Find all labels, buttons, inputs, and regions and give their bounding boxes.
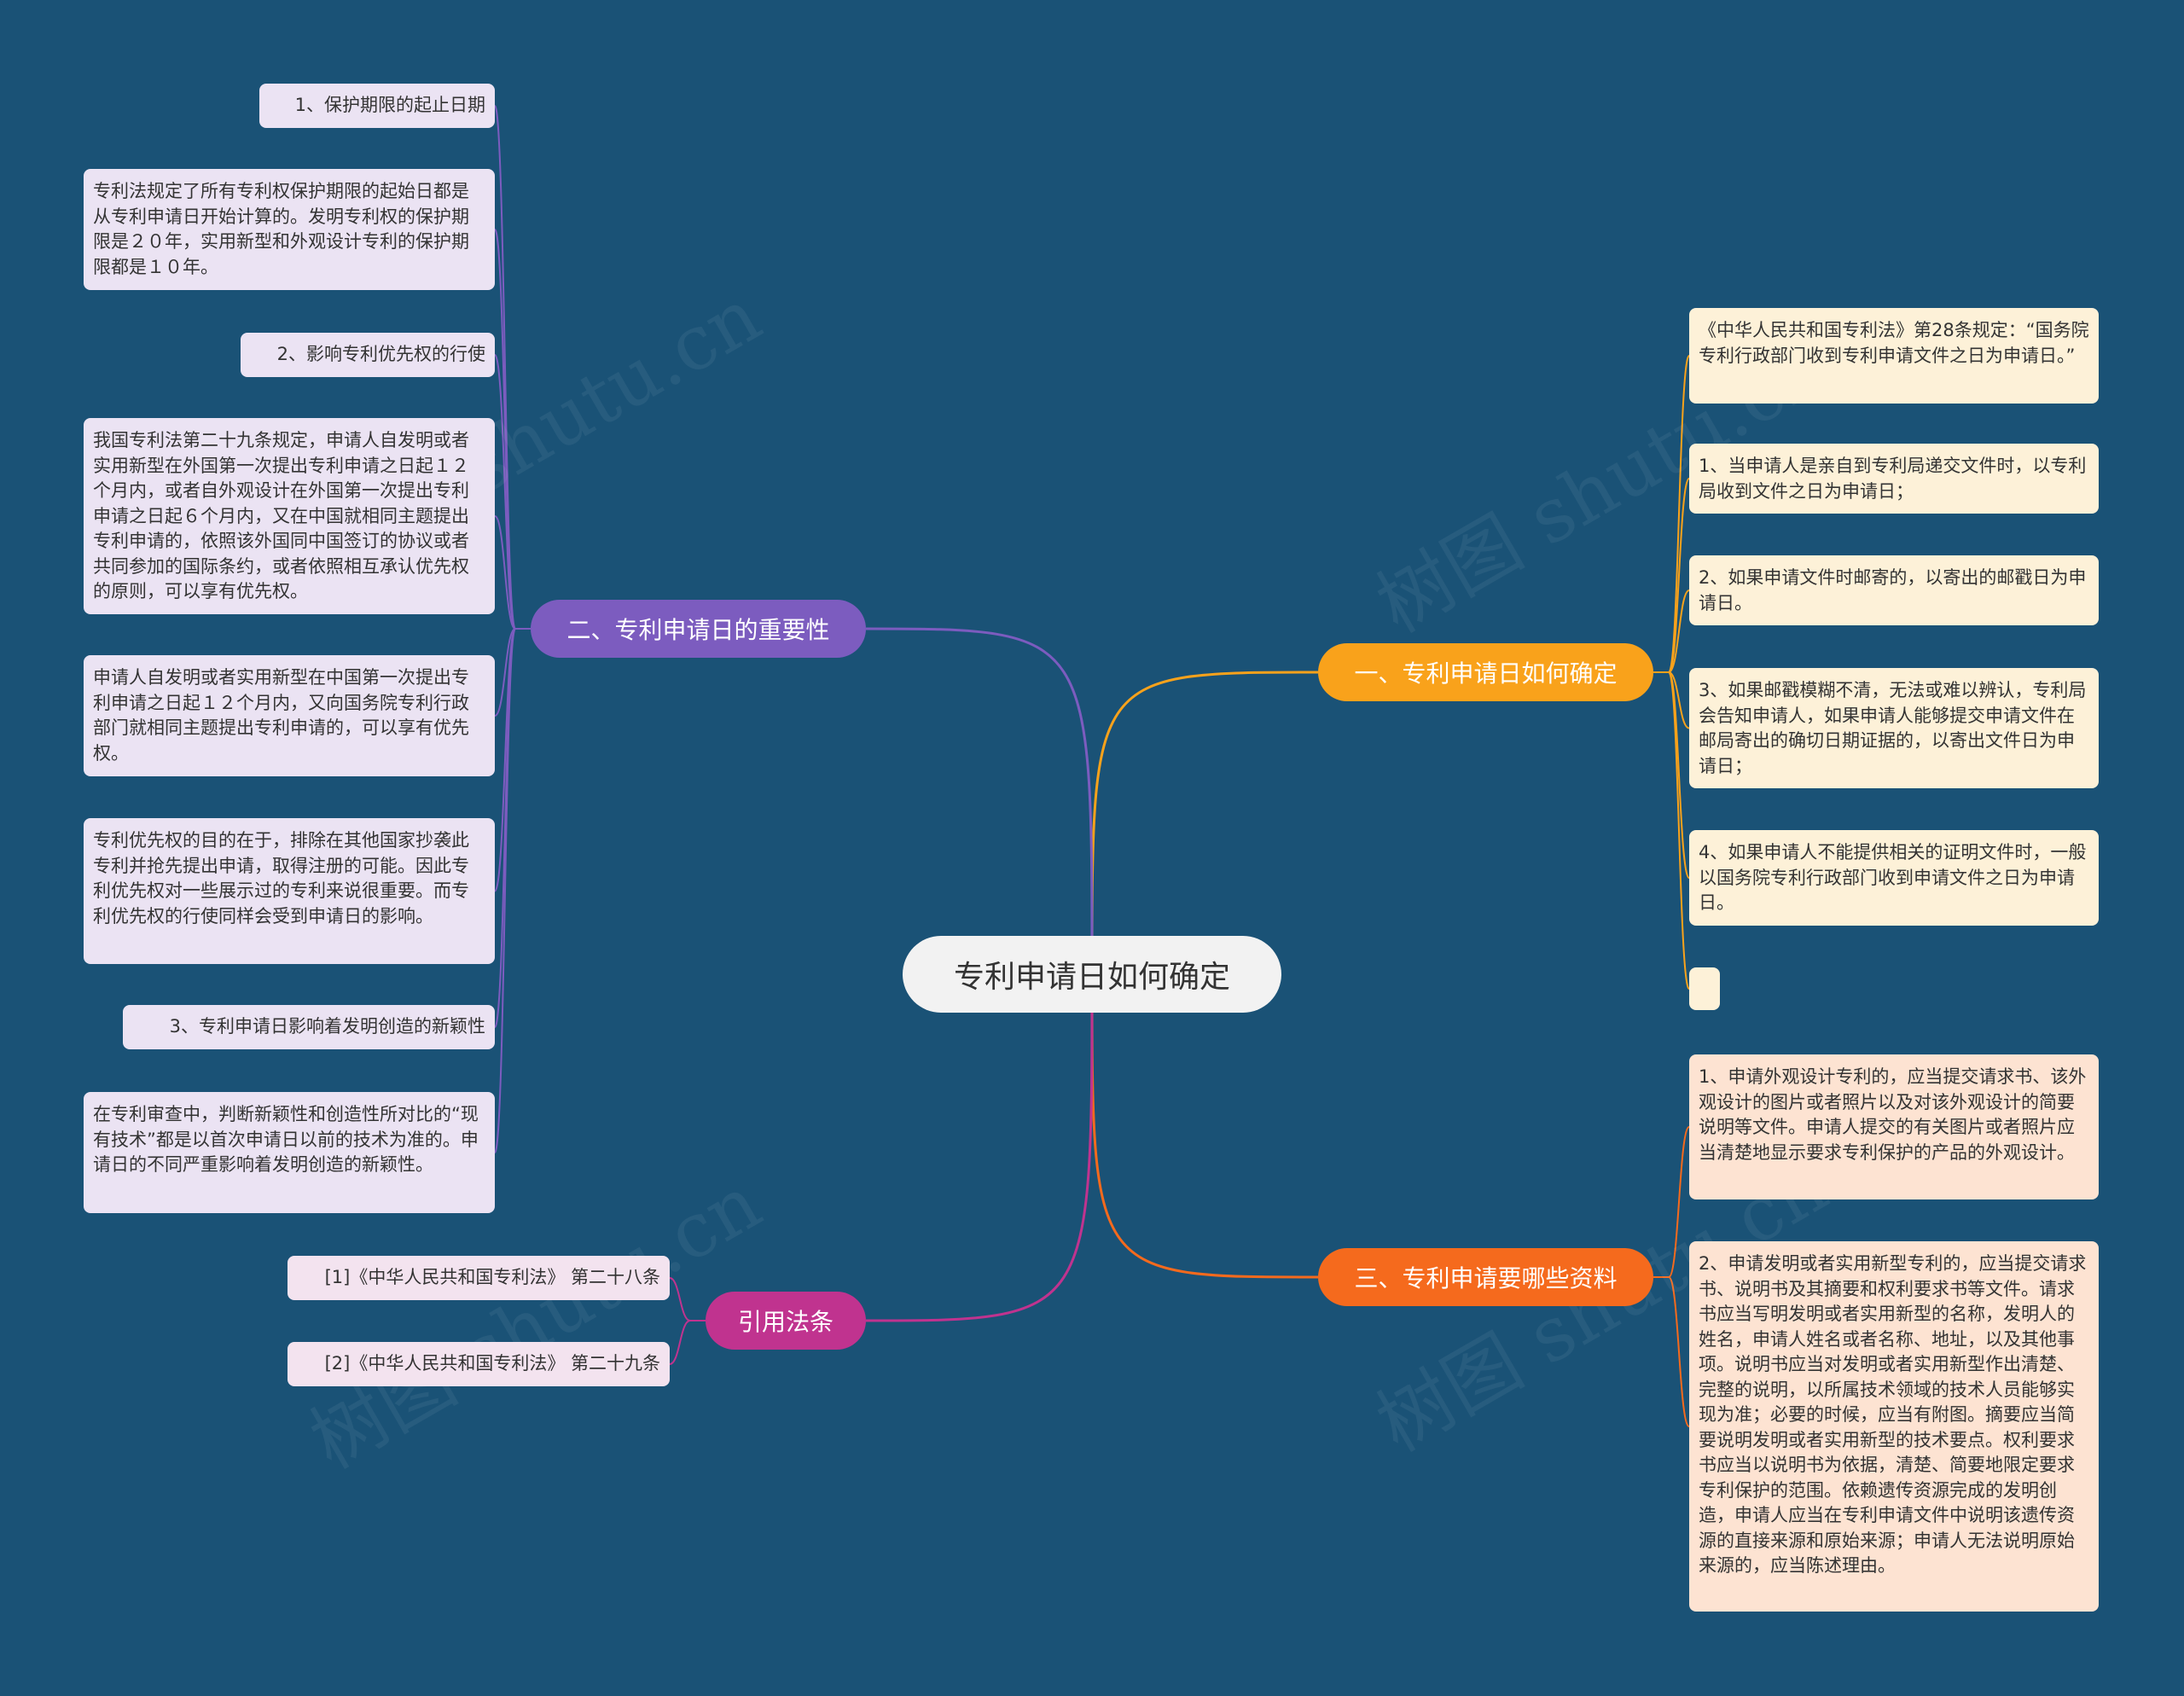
leaf-mailed-filing[interactable]: 2、如果申请文件时邮寄的，以寄出的邮戳日为申请日。 — [1689, 555, 2099, 625]
leaf-connector — [494, 628, 516, 717]
branch-cited-laws[interactable]: 引用法条 — [706, 1292, 866, 1350]
leaf-priority-title[interactable]: 2、影响专利优先权的行使 — [241, 333, 495, 377]
leaf-connector — [669, 1277, 691, 1321]
leaf-connector — [1668, 590, 1690, 673]
leaf-connector — [669, 1320, 691, 1365]
leaf-protection-period-title[interactable]: 1、保护期限的起止日期 — [259, 84, 495, 128]
leaf-design-patent-materials[interactable]: 1、申请外观设计专利的，应当提交请求书、该外观设计的图片或者照片以及对该外观设计… — [1689, 1054, 2099, 1199]
leaf-protection-period-text[interactable]: 专利法规定了所有专利权保护期限的起始日都是从专利申请日开始计算的。发明专利权的保… — [84, 169, 495, 290]
leaf-invention-patent-materials[interactable]: 2、申请发明或者实用新型专利的，应当提交请求书、说明书及其摘要和权利要求书等文件… — [1689, 1241, 2099, 1612]
leaf-connector — [1668, 671, 1690, 729]
leaf-connector — [494, 628, 516, 1153]
leaf-empty[interactable] — [1689, 967, 1720, 1010]
leaf-domestic-priority-text[interactable]: 申请人自发明或者实用新型在中国第一次提出专利申请之日起１２个月内，又向国务院专利… — [84, 655, 495, 776]
leaf-connector — [1668, 355, 1690, 673]
leaf-cited-law-29[interactable]: [2]《中华人民共和国专利法》 第二十九条 — [288, 1342, 670, 1386]
leaf-blurred-postmark[interactable]: 3、如果邮戳模糊不清，无法或难以辨认，专利局会告知申请人，如果申请人能够提交申请… — [1689, 668, 2099, 788]
leaf-cited-law-28[interactable]: [1]《中华人民共和国专利法》 第二十八条 — [288, 1256, 670, 1300]
branch-connector — [865, 627, 1094, 975]
leaf-connector — [494, 515, 516, 630]
leaf-connector — [494, 354, 516, 630]
leaf-article-29-text[interactable]: 我国专利法第二十九条规定，申请人自发明或者实用新型在外国第一次提出专利申请之日起… — [84, 418, 495, 614]
leaf-law-article-28[interactable]: 《中华人民共和国专利法》第28条规定：“国务院专利行政部门收到专利申请文件之日为… — [1689, 308, 2099, 404]
leaf-connector — [1668, 671, 1690, 990]
leaf-connector — [1668, 1276, 1690, 1427]
branch-importance[interactable]: 二、专利申请日的重要性 — [531, 600, 866, 658]
leaf-no-proof[interactable]: 4、如果申请人不能提供相关的证明文件时，一般以国务院专利行政部门收到申请文件之日… — [1689, 830, 2099, 926]
branch-connector — [1090, 973, 1319, 1279]
leaf-connector — [1668, 1126, 1690, 1278]
branch-required-materials[interactable]: 三、专利申请要哪些资料 — [1318, 1248, 1653, 1306]
leaf-in-person-filing[interactable]: 1、当申请人是亲自到专利局递交文件时，以专利局收到文件之日为申请日； — [1689, 444, 2099, 514]
center-topic[interactable]: 专利申请日如何确定 — [903, 936, 1281, 1013]
branch-connector — [1090, 671, 1319, 975]
branch-connector — [865, 973, 1094, 1322]
leaf-priority-purpose-text[interactable]: 专利优先权的目的在于，排除在其他国家抄袭此专利并抢先提出申请，取得注册的可能。因… — [84, 818, 495, 964]
leaf-connector — [1668, 478, 1690, 673]
branch-how-to-determine[interactable]: 一、专利申请日如何确定 — [1318, 643, 1653, 701]
leaf-novelty-title[interactable]: 3、专利申请日影响着发明创造的新颖性 — [123, 1005, 495, 1049]
leaf-connector — [494, 628, 516, 1028]
leaf-novelty-text[interactable]: 在专利审查中，判断新颖性和创造性所对比的“现有技术”都是以首次申请日以前的技术为… — [84, 1092, 495, 1213]
